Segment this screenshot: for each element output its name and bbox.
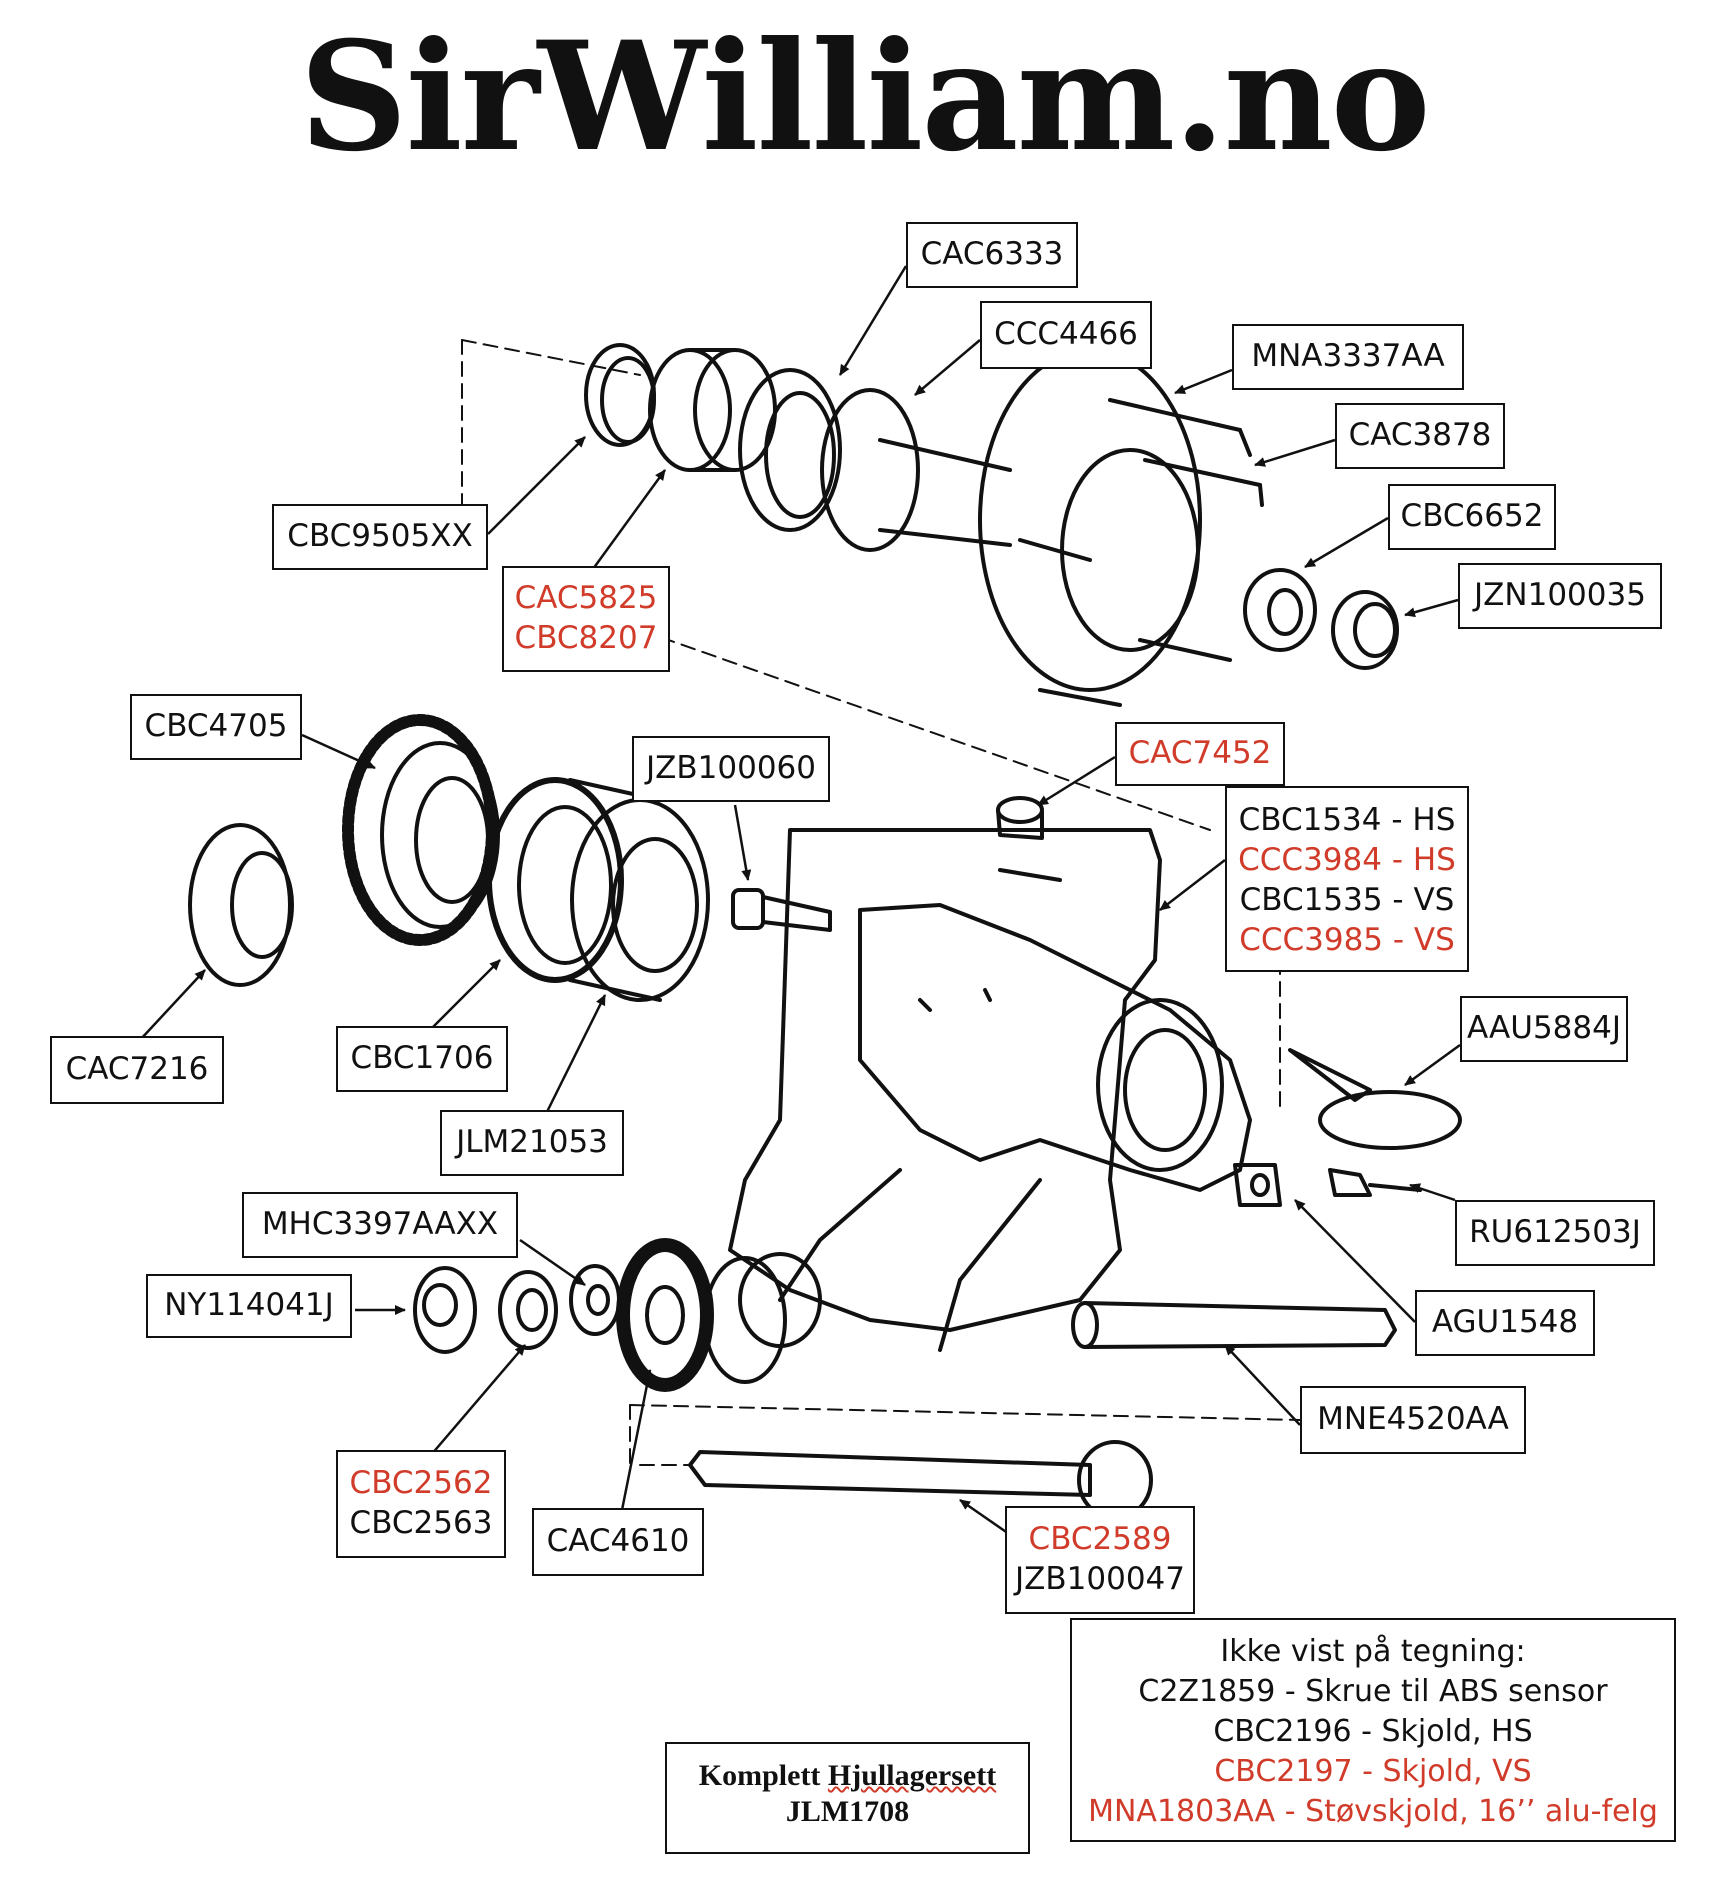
label-mhc3397aaxx: MHC3397AAXX xyxy=(242,1192,518,1258)
note-line: CBC2197 - Skjold, VS xyxy=(1214,1754,1532,1789)
note-line: MNA1803AA - Støvskjold, 16’’ alu-felg xyxy=(1088,1794,1658,1829)
wheel-hub-part xyxy=(820,348,1264,707)
label-mne4520aa: MNE4520AA xyxy=(1300,1386,1526,1454)
kit-title-word: Komplett xyxy=(698,1759,821,1792)
note-heading: Ikke vist på tegning: xyxy=(1220,1634,1526,1669)
abs-sensor-part xyxy=(1233,1163,1422,1207)
label-cbc9505xx: CBC9505XX xyxy=(272,504,488,570)
abs-ring-part xyxy=(342,714,500,946)
label-ru612503j: RU612503J xyxy=(1455,1200,1655,1266)
label-ny114041j: NY114041J xyxy=(146,1274,352,1338)
label-jzn100035: JZN100035 xyxy=(1458,563,1662,629)
complete-bearing-kit-box: Komplett Hjullagersett JLM1708 xyxy=(665,1742,1030,1854)
label-cac6333: CAC6333 xyxy=(906,222,1078,288)
label-aau5884j: AAU5884J xyxy=(1460,996,1628,1062)
logo: SirWilliam.no xyxy=(299,9,1430,185)
label-cbc1706: CBC1706 xyxy=(336,1026,508,1092)
inner-bearing-part xyxy=(486,777,710,1002)
seal-ring-part xyxy=(584,343,656,447)
kit-part-number: JLM1708 xyxy=(785,1795,910,1828)
bearing-part xyxy=(738,368,842,532)
label-cbc6652: CBC6652 xyxy=(1388,484,1556,550)
label-cac7216: CAC7216 xyxy=(50,1036,224,1104)
label-ccc4466: CCC4466 xyxy=(980,301,1152,369)
bolt-part xyxy=(731,888,832,932)
pin-part xyxy=(1071,1301,1397,1349)
note-line: C2Z1859 - Skrue til ABS sensor xyxy=(1138,1674,1608,1709)
nut-part xyxy=(1243,568,1399,670)
label-jlm21053: JLM21053 xyxy=(440,1110,624,1176)
label-cbc4705: CBC4705 xyxy=(130,694,302,760)
label-jzb100060: JZB100060 xyxy=(632,736,830,802)
spacer-part xyxy=(648,348,777,472)
note-line: CBC2196 - Skjold, HS xyxy=(1213,1714,1533,1749)
label-cac3878: CAC3878 xyxy=(1335,403,1505,469)
kit-title-word: Hjullagersett xyxy=(827,1759,997,1792)
label-mna3337aa: MNA3337AA xyxy=(1232,324,1464,390)
plug-part xyxy=(996,796,1044,840)
label-cac4610: CAC4610 xyxy=(532,1508,704,1576)
sleeve-part xyxy=(188,823,294,987)
label-cac7452: CAC7452 xyxy=(1115,722,1285,786)
clip-part xyxy=(1288,1048,1462,1150)
not-shown-parts-note: Ikke vist på tegning: C2Z1859 - Skrue ti… xyxy=(1070,1618,1676,1842)
label-agu1548: AGU1548 xyxy=(1415,1290,1595,1356)
lower-bushes-part xyxy=(413,1238,787,1392)
